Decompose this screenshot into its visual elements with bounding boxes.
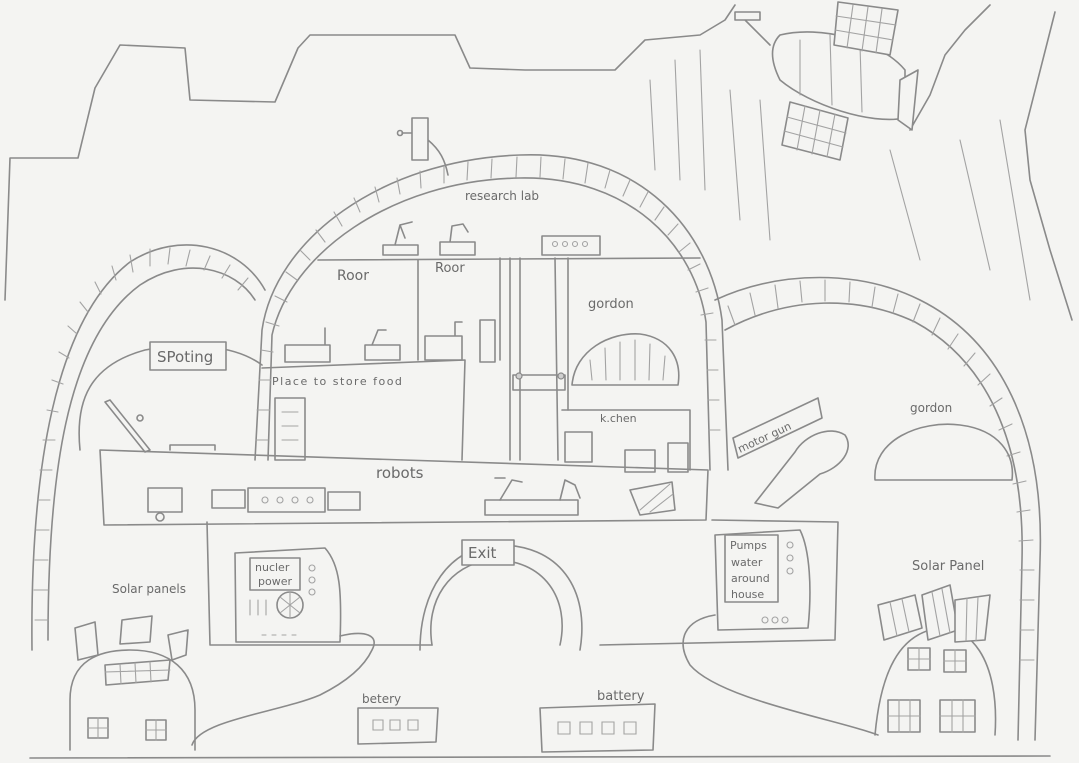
sporting-area bbox=[78, 345, 263, 453]
food-store-label: Place to store food bbox=[272, 375, 403, 388]
solar-panels-left: Solar panels bbox=[69, 582, 196, 751]
sporting-sign: SPoting bbox=[149, 341, 227, 371]
robots-hall: robots bbox=[99, 449, 709, 526]
pumps-label-line3: around bbox=[731, 572, 770, 585]
battery-left-label: betery bbox=[362, 692, 401, 706]
research-lab-label: research lab bbox=[465, 189, 539, 203]
pumps-label-line4: house bbox=[731, 588, 764, 601]
exit-label: Exit bbox=[468, 544, 497, 562]
nuclear-power-plant: nucler power bbox=[191, 547, 375, 746]
pumps-label-line2: water bbox=[731, 556, 763, 569]
solar-left-label: Solar panels bbox=[112, 582, 186, 596]
solar-right-label: Solar Panel bbox=[912, 559, 984, 574]
elevator-shaft bbox=[512, 372, 566, 391]
room-1-label: Roor bbox=[337, 268, 369, 284]
nuclear-label-line2: power bbox=[258, 575, 292, 588]
food-storage: Place to store food bbox=[261, 359, 466, 461]
satellite-icon bbox=[734, 1, 919, 161]
motor-gun: motor gun bbox=[732, 397, 849, 509]
ground-line bbox=[29, 755, 1051, 759]
nuclear-label-line1: nucler bbox=[255, 561, 290, 574]
garden-top: gordon bbox=[571, 297, 680, 386]
garden-right-label: gordon bbox=[910, 401, 952, 415]
garden-top-label: gordon bbox=[588, 297, 634, 312]
robots-label: robots bbox=[376, 464, 424, 482]
battery-left: betery bbox=[357, 692, 439, 745]
pumps-station: Pumps water around house bbox=[682, 529, 879, 736]
right-dome bbox=[714, 276, 1042, 741]
solar-panels-right: Solar Panel bbox=[874, 559, 997, 736]
kitchen: k.chen bbox=[561, 409, 691, 473]
left-dome bbox=[31, 244, 266, 651]
rooms-floor: Roor Roor bbox=[284, 257, 569, 461]
mountain-skyline bbox=[4, 4, 1073, 321]
exit-sign: Exit bbox=[461, 539, 515, 566]
kitchen-label: k.chen bbox=[600, 412, 637, 425]
sporting-label: SPoting bbox=[157, 348, 213, 366]
pumps-label-line1: Pumps bbox=[730, 539, 767, 552]
research-lab: research lab bbox=[317, 189, 701, 261]
battery-right-label: battery bbox=[597, 689, 645, 704]
battery-right: battery bbox=[539, 689, 656, 753]
room-2-label: Roor bbox=[435, 261, 465, 276]
antenna-icon bbox=[396, 117, 449, 176]
garden-right: gordon bbox=[874, 401, 1014, 481]
